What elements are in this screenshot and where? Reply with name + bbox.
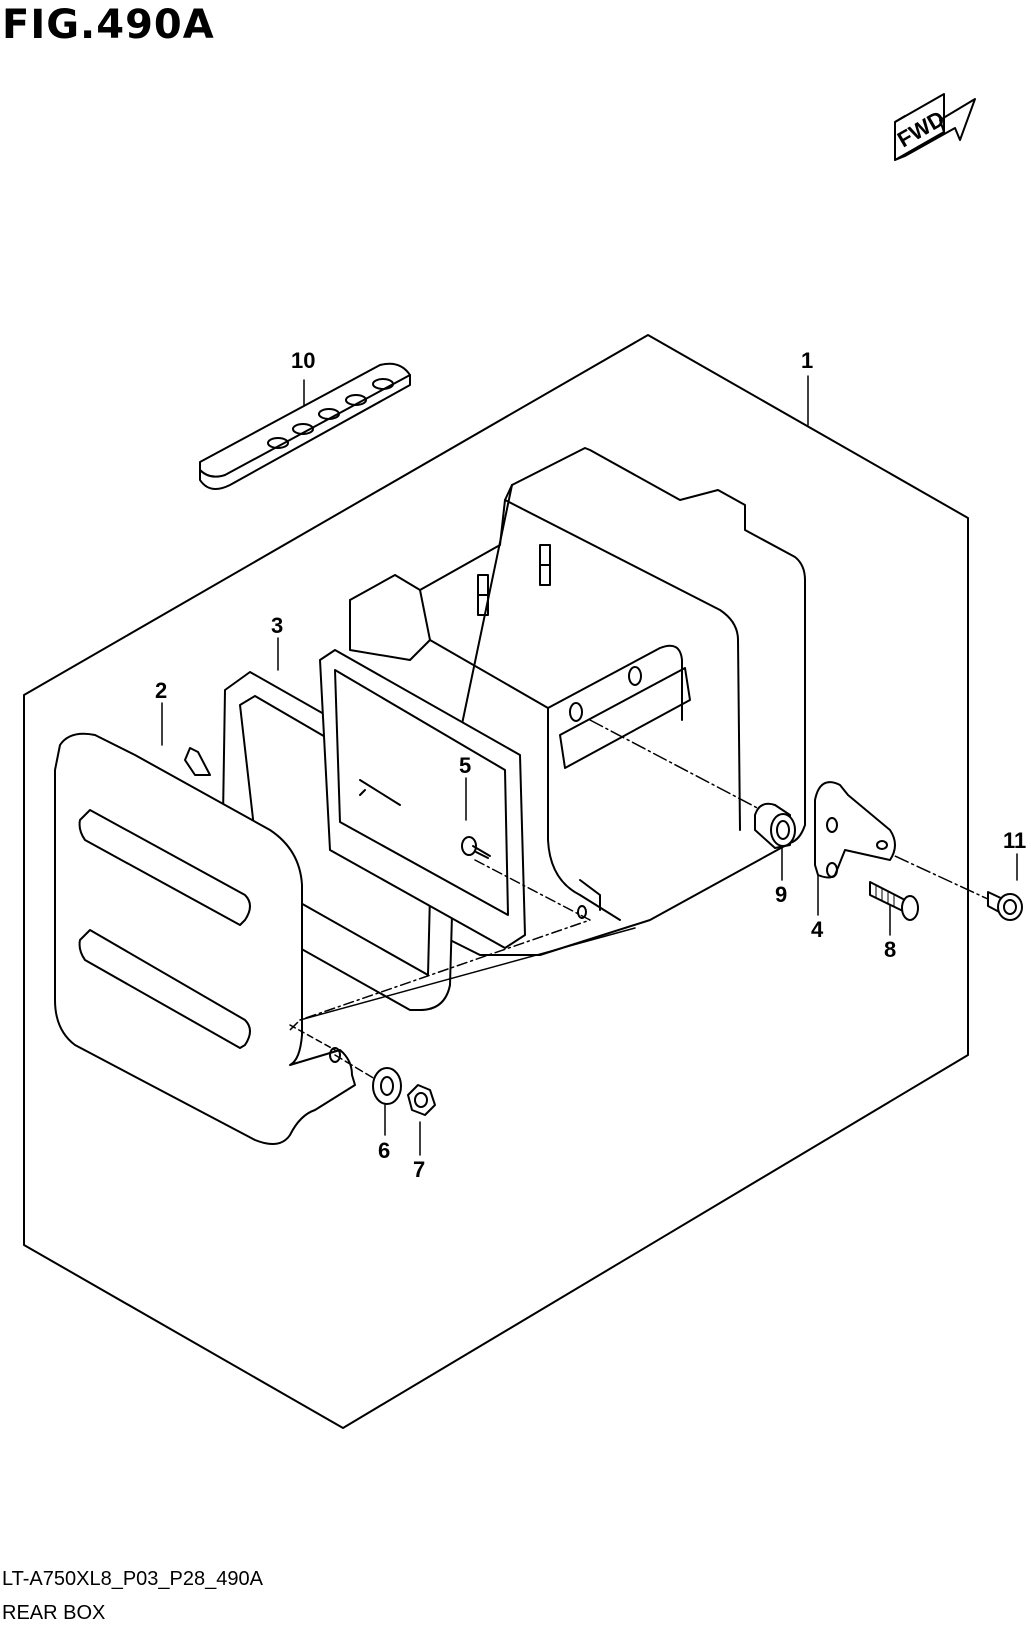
part-6-washer [372,1067,402,1105]
callout-3: 3 [271,613,283,638]
figure-title: FIG.490A [2,2,215,48]
part-8-bolt [869,881,919,921]
callout-9: 9 [775,882,787,907]
callout-7: 7 [413,1157,425,1182]
callout-11: 11 [1003,828,1026,853]
part-4-bracket-plate [814,781,896,879]
part-5-clip [461,836,491,859]
callout-1: 1 [801,348,813,373]
diagram-code: LT-A750XL8_P03_P28_490A [2,1568,263,1590]
diagram-name: REAR BOX [2,1602,106,1624]
callout-8: 8 [884,937,896,962]
part-2-lid [54,732,356,1145]
callout-2: 2 [155,678,167,703]
assembly-boundary [23,334,969,1429]
part-9-grommet [754,802,796,849]
callout-5: 5 [459,753,471,778]
callout-6: 6 [378,1138,390,1163]
callout-10: 10 [291,348,315,373]
part-10-bracket-bar [199,362,411,490]
callout-4: 4 [811,917,824,942]
forward-arrow-icon [894,93,976,161]
part-7-nut [407,1084,436,1116]
part-11-bolt [987,891,1023,921]
